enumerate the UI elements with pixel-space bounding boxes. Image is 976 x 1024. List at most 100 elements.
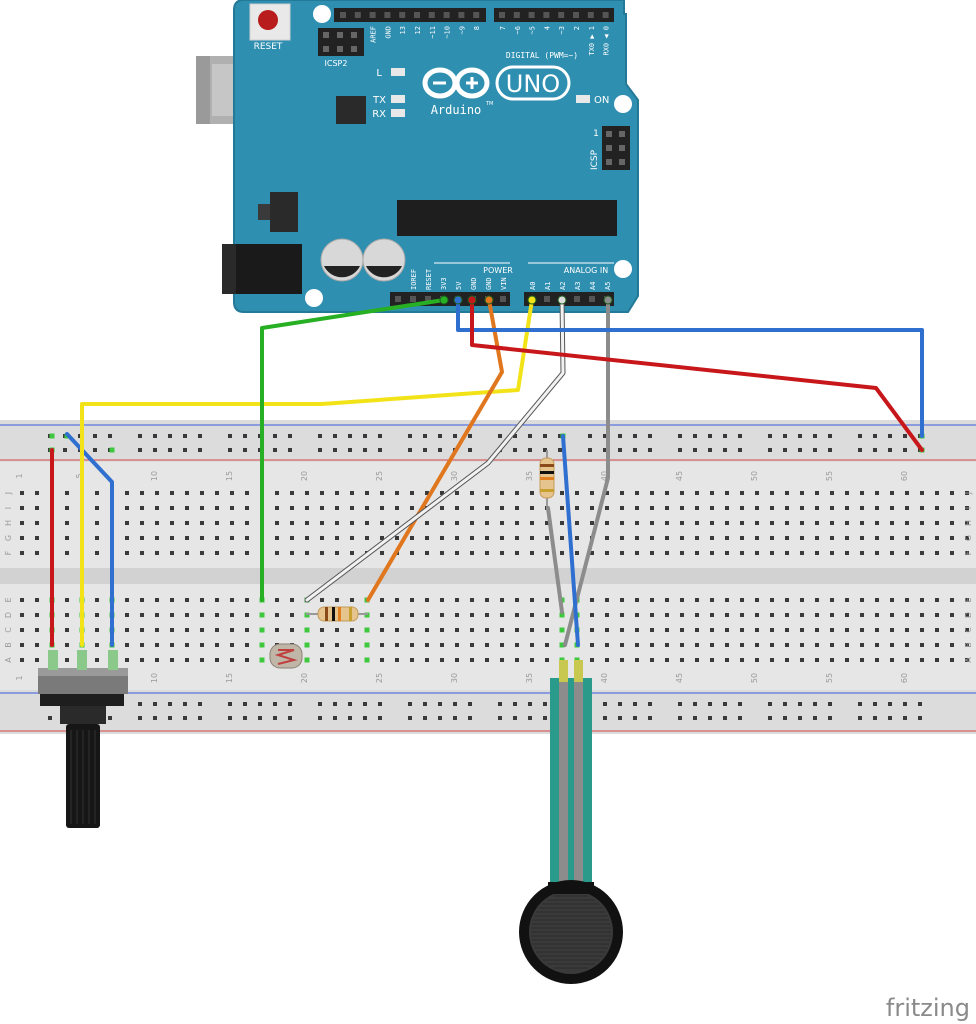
breadboard-hole <box>725 506 729 510</box>
rail-hole <box>183 716 187 720</box>
breadboard-hole <box>320 536 324 540</box>
breadboard-hole <box>440 506 444 510</box>
breadboard-hole <box>560 551 564 555</box>
power-pin-label: 5V <box>455 281 463 290</box>
breadboard-hole <box>590 643 594 647</box>
digital-header-right <box>494 8 614 22</box>
breadboard-hole <box>725 613 729 617</box>
rail-hole <box>783 434 787 438</box>
rail-hole <box>798 448 802 452</box>
rail-hole <box>633 434 637 438</box>
breadboard-hole <box>500 536 504 540</box>
breadboard-hole <box>650 598 654 602</box>
breadboard-hole <box>875 506 879 510</box>
row-letter: A <box>964 657 973 663</box>
breadboard-hole <box>185 628 189 632</box>
breadboard-hole <box>245 598 249 602</box>
breadboard-hole <box>290 628 294 632</box>
breadboard-hole <box>455 521 459 525</box>
breadboard-hole <box>455 643 459 647</box>
potentiometer[interactable] <box>38 650 128 828</box>
breadboard-hole <box>395 536 399 540</box>
breadboard-hole <box>770 643 774 647</box>
breadboard-hole <box>485 598 489 602</box>
rail-hole <box>348 702 352 706</box>
breadboard-hole <box>755 643 759 647</box>
breadboard-hole <box>155 658 159 662</box>
breadboard-hole <box>860 551 864 555</box>
breadboard-hole <box>380 643 384 647</box>
rail-hole <box>888 434 892 438</box>
force-sensitive-resistor[interactable] <box>519 660 623 984</box>
breadboard-hole <box>725 536 729 540</box>
breadboard-hole <box>485 613 489 617</box>
breadboard-hole <box>545 551 549 555</box>
breadboard-hole <box>710 643 714 647</box>
column-number: 25 <box>375 673 384 683</box>
top-power-rail <box>0 420 976 462</box>
rail-hole <box>768 434 772 438</box>
breadboard-hole <box>680 613 684 617</box>
breadboard-hole <box>35 628 39 632</box>
breadboard-hole <box>530 643 534 647</box>
analog-pin-label: A0 <box>529 282 537 290</box>
connected-hole <box>559 627 565 633</box>
breadboard-hole <box>275 536 279 540</box>
column-number: 35 <box>525 471 534 481</box>
row-letter: F <box>4 550 13 555</box>
breadboard-hole <box>485 628 489 632</box>
breadboard-hole <box>95 521 99 525</box>
column-number: 55 <box>825 673 834 683</box>
connected-hole <box>559 612 565 618</box>
breadboard-hole <box>710 658 714 662</box>
breadboard-hole <box>905 506 909 510</box>
breadboard-hole <box>950 598 954 602</box>
breadboard-hole <box>755 628 759 632</box>
breadboard-hole <box>965 551 969 555</box>
breadboard-hole <box>725 658 729 662</box>
breadboard-hole <box>170 491 174 495</box>
header-pin <box>619 145 625 151</box>
header-pin <box>606 145 612 151</box>
digital-pin-label: 7 <box>499 26 507 30</box>
breadboard-hole <box>830 658 834 662</box>
rail-hole <box>693 434 697 438</box>
breadboard-hole <box>560 536 564 540</box>
breadboard-hole <box>665 506 669 510</box>
rail-hole <box>168 702 172 706</box>
breadboard-hole <box>215 521 219 525</box>
breadboard-hole <box>785 613 789 617</box>
breadboard-hole <box>815 551 819 555</box>
power-pin-label: 3V3 <box>440 277 448 290</box>
connected-hole <box>259 627 265 633</box>
photoresistor[interactable] <box>269 643 303 669</box>
breadboard-hole <box>485 491 489 495</box>
rail-hole <box>318 448 322 452</box>
led-on <box>576 95 590 103</box>
breadboard-hole <box>965 598 969 602</box>
breadboard-hole <box>845 613 849 617</box>
breadboard-hole <box>935 658 939 662</box>
breadboard-hole <box>440 658 444 662</box>
breadboard-hole <box>845 551 849 555</box>
breadboard-hole <box>845 643 849 647</box>
breadboard-hole <box>230 658 234 662</box>
resistor[interactable] <box>539 450 555 510</box>
digital-pin-label: ~6 <box>514 26 522 34</box>
breadboard-hole <box>710 598 714 602</box>
breadboard-hole <box>575 536 579 540</box>
breadboard-hole <box>860 613 864 617</box>
rail-hole <box>783 448 787 452</box>
breadboard-hole <box>890 491 894 495</box>
led-l <box>391 68 405 76</box>
breadboard-hole <box>365 521 369 525</box>
breadboard-hole <box>620 521 624 525</box>
breadboard-hole <box>95 598 99 602</box>
resistor[interactable] <box>306 606 368 622</box>
rail-hole <box>693 448 697 452</box>
rail-hole <box>618 702 622 706</box>
breadboard-hole <box>470 536 474 540</box>
breadboard-hole <box>755 491 759 495</box>
column-number: 50 <box>750 471 759 481</box>
breadboard-hole <box>830 521 834 525</box>
